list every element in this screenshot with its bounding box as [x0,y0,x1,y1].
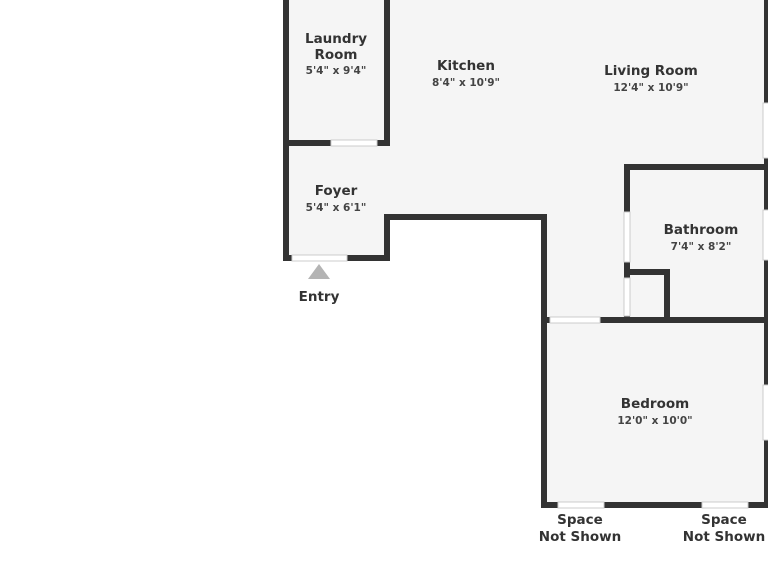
floor-foyer-lower [286,216,386,258]
room-label-bathroom: Bathroom 7'4" x 8'2" [630,222,768,253]
note-line2: Not Shown [682,528,766,545]
room-label-laundry: Laundry Room 5'4" x 9'4" [286,31,386,78]
room-dims: 8'4" x 10'9" [432,76,500,89]
room-label-kitchen: Kitchen 8'4" x 10'9" [400,58,532,89]
window-bedroom-bottom-right [701,501,749,509]
window-bathroom [762,209,768,261]
door-bedroom [549,316,601,324]
door-closet [623,277,631,317]
floor-fills [286,0,768,506]
floor-lower-right [544,216,768,506]
door-entry [291,254,348,262]
room-label-foyer: Foyer 5'4" x 6'1" [286,183,386,214]
note-line1: Space [557,512,603,528]
room-name: Bedroom [620,396,690,412]
room-name: Foyer [314,183,358,199]
room-label-living: Living Room 12'4" x 10'9" [576,63,726,94]
room-dims: 12'0" x 10'0" [617,414,693,427]
note-line2: Not Shown [538,528,622,545]
note-line1: Space [701,512,747,528]
space-not-shown-left: Space Not Shown [530,512,630,546]
entry-label: Entry [298,289,340,305]
door-bathroom [623,211,631,263]
triangle-up-icon [308,264,330,279]
room-dims: 5'4" x 9'4" [305,65,367,78]
room-name: Kitchen [437,58,495,74]
room-name: Laundry Room [304,31,368,63]
room-label-bedroom: Bedroom 12'0" x 10'0" [580,396,730,427]
window-living [762,102,768,159]
door-laundry [330,139,378,147]
window-bedroom-bottom-left [557,501,605,509]
space-not-shown-right: Space Not Shown [674,512,768,546]
room-name: Living Room [604,63,698,79]
floor-upper-area [286,0,768,216]
openings [291,102,768,509]
room-dims: 5'4" x 6'1" [305,201,367,214]
room-name: Bathroom [663,222,739,238]
room-dims: 7'4" x 8'2" [670,240,732,253]
room-dims: 12'4" x 10'9" [613,81,689,94]
window-bedroom [762,384,768,441]
